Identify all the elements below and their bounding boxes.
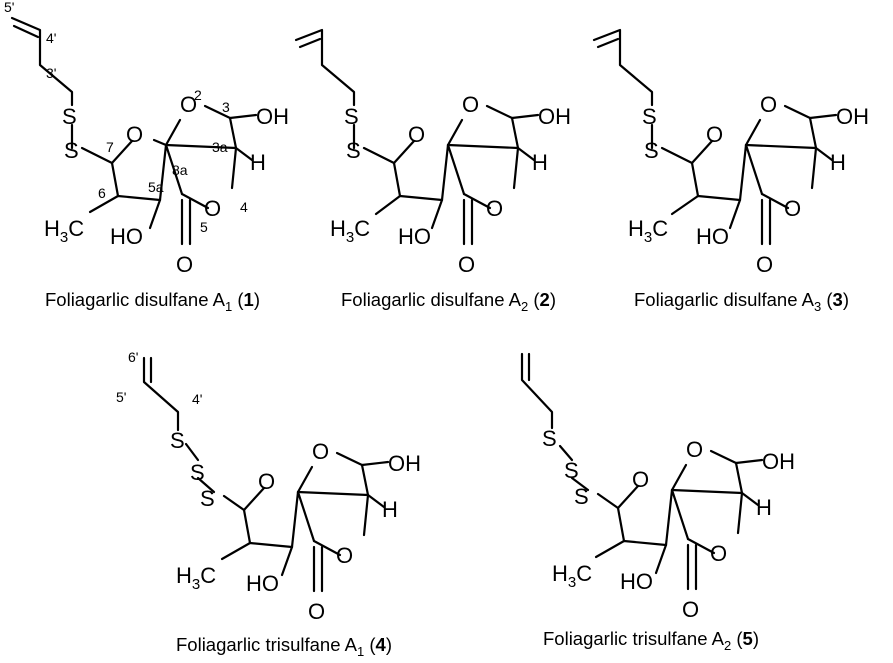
caption-compound-5: Foliagarlic trisulfane A2 (5) xyxy=(543,628,759,653)
m2-ring-oxygen-1: O xyxy=(408,122,425,147)
m5-carbonyl-oxygen: O xyxy=(682,597,699,622)
m1-hydrogen: H xyxy=(250,150,266,175)
m1-methyl: H3C xyxy=(44,216,84,246)
m5-hydroxyl-5a: HO xyxy=(620,569,653,594)
m1-num-8a: 8a xyxy=(172,162,188,178)
m1-num-3: 3 xyxy=(222,99,230,115)
m5-methyl: H3C xyxy=(552,561,592,591)
m1-ring-oxygen-1: O xyxy=(126,122,143,147)
m1-num-4p: 4' xyxy=(46,30,56,46)
caption-compound-2: Foliagarlic disulfane A2 (2) xyxy=(341,289,556,314)
molecule-5: S S S O O OH H HO H3C O O xyxy=(520,352,795,622)
m1-num-5a: 5a xyxy=(148,179,164,195)
m1-ring-oxygen-2: O xyxy=(180,92,197,117)
m2-lactone-oxygen: O xyxy=(486,196,503,221)
m1-num-7: 7 xyxy=(106,139,114,155)
caption-compound-1: Foliagarlic disulfane A1 (1) xyxy=(45,289,260,314)
m3-lactone-oxygen: O xyxy=(784,196,801,221)
molecule-3: S S O O OH H HO H3C O O xyxy=(592,28,869,277)
m2-ring-oxygen-2: O xyxy=(462,92,479,117)
m4-sulfur-1: S xyxy=(170,428,185,453)
m3-carbonyl-oxygen: O xyxy=(756,252,773,277)
m1-sulfur-2: S xyxy=(64,138,79,163)
m5-lactone-oxygen: O xyxy=(710,541,727,566)
m3-hydrogen: H xyxy=(830,150,846,175)
m4-hydroxyl: OH xyxy=(388,451,421,476)
m4-hydrogen: H xyxy=(382,497,398,522)
m1-num-6: 6 xyxy=(98,185,106,201)
m3-hydroxyl: OH xyxy=(836,104,869,129)
molecule-4: S S S O O OH H HO H3C O O 6' 5' 4' xyxy=(116,349,421,624)
m1-num-2: 2 xyxy=(194,87,202,103)
m5-sulfur-2: S xyxy=(564,458,579,483)
m4-methyl: H3C xyxy=(176,563,216,593)
m3-sulfur-1: S xyxy=(642,104,657,129)
m5-ring-oxygen-1: O xyxy=(632,467,649,492)
m5-ring-oxygen-2: O xyxy=(686,437,703,462)
m2-hydroxyl: OH xyxy=(538,104,571,129)
m3-ring-oxygen-1: O xyxy=(706,122,723,147)
m1-num-5p: 5' xyxy=(4,0,14,15)
m4-num-4p: 4' xyxy=(192,391,202,407)
m2-sulfur-2: S xyxy=(346,138,361,163)
m4-sulfur-2: S xyxy=(190,460,205,485)
m1-num-5: 5 xyxy=(200,219,208,235)
m4-num-5p: 5' xyxy=(116,389,126,405)
m5-sulfur-1: S xyxy=(542,426,557,451)
m4-sulfur-3: S xyxy=(200,486,215,511)
m4-lactone-oxygen: O xyxy=(336,543,353,568)
m4-ring-oxygen-1: O xyxy=(258,469,275,494)
m1-num-4: 4 xyxy=(240,199,248,215)
m1-num-3a: 3a xyxy=(212,139,228,155)
m1-sulfur-1: S xyxy=(62,104,77,129)
m1-num-3p: 3' xyxy=(46,65,56,81)
m1-carbonyl-oxygen: O xyxy=(176,252,193,277)
m4-hydroxyl-5a: HO xyxy=(246,571,279,596)
m1-hydroxyl-5a: HO xyxy=(110,224,143,249)
caption-compound-4: Foliagarlic trisulfane A1 (4) xyxy=(176,634,392,659)
m1-lactone-oxygen: O xyxy=(204,196,221,221)
m1-hydroxyl: OH xyxy=(256,104,289,129)
m4-carbonyl-oxygen: O xyxy=(308,599,325,624)
m3-methyl: H3C xyxy=(628,216,668,246)
m5-hydroxyl: OH xyxy=(762,449,795,474)
molecule-1: S S O O OH H HO H3C O O 5' 4' 3' 2 3 7 8… xyxy=(4,0,289,277)
m4-num-6p: 6' xyxy=(128,349,138,365)
caption-compound-3: Foliagarlic disulfane A3 (3) xyxy=(634,289,849,314)
m3-sulfur-2: S xyxy=(644,138,659,163)
m3-hydroxyl-5a: HO xyxy=(696,224,729,249)
molecule-2: S S O O OH H HO H3C O O xyxy=(294,28,571,277)
m2-hydrogen: H xyxy=(532,150,548,175)
m4-ring-oxygen-2: O xyxy=(312,439,329,464)
m3-ring-oxygen-2: O xyxy=(760,92,777,117)
m2-hydroxyl-5a: HO xyxy=(398,224,431,249)
m2-methyl: H3C xyxy=(330,216,370,246)
m5-sulfur-3: S xyxy=(574,484,589,509)
m2-carbonyl-oxygen: O xyxy=(458,252,475,277)
m2-sulfur-1: S xyxy=(344,104,359,129)
m5-hydrogen: H xyxy=(756,495,772,520)
